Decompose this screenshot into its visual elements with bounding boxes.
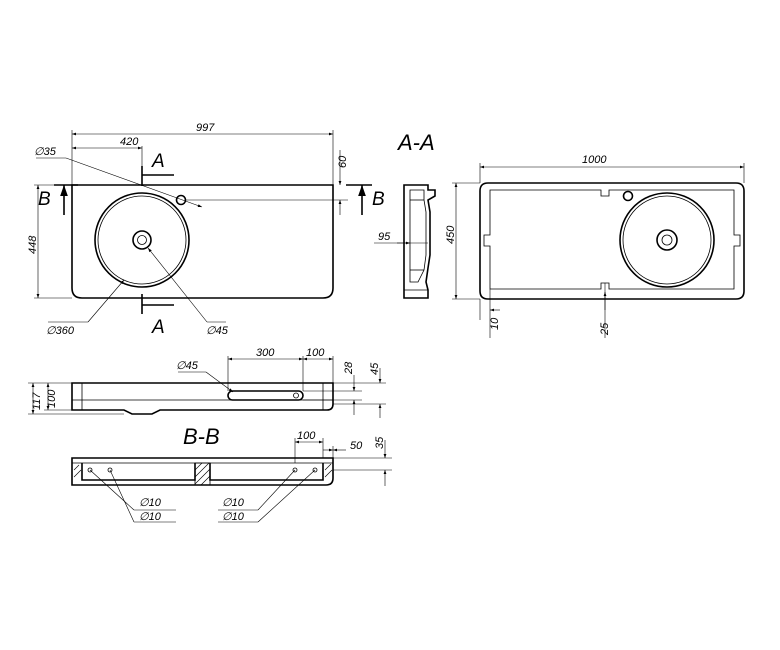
bottom-view: 1000 450 10 25 (445, 154, 745, 338)
dim-total-height: 117 (31, 392, 43, 410)
bottom-drain-inner (661, 234, 673, 246)
bottom-tap-hole (622, 190, 634, 202)
bowl-inner (97, 195, 187, 285)
dim-end-width: 100 (297, 430, 316, 442)
front-view-outline (71, 382, 334, 415)
bottom-view-outline (479, 182, 745, 300)
overflow-slot (227, 390, 304, 401)
cut-label-a-bottom: A (151, 317, 165, 338)
dim-tap-hole: ∅35 (34, 146, 57, 158)
dim-side-gap: 10 (489, 317, 501, 330)
front-view: ∅45 300 100 28 45 117 100 (28, 347, 386, 418)
overflow-slot-end (293, 392, 299, 399)
dim-slot-top: 45 (369, 362, 381, 375)
section-aa-outline (403, 184, 436, 299)
section-bb-outline (71, 457, 334, 486)
cut-label-b-right: B (372, 189, 385, 210)
mount-hole-3 (292, 467, 298, 473)
dim-hole-3: ∅10 (222, 497, 245, 509)
mount-hole-2 (107, 467, 113, 473)
section-bb-title: B-B (183, 424, 220, 449)
mount-hole-4 (312, 467, 318, 473)
cut-label-b-left: B (38, 189, 51, 210)
drain-inner (137, 235, 147, 245)
section-aa-title: A-A (396, 130, 435, 155)
dim-slot-end: 100 (306, 347, 325, 359)
dim-end-offset: 50 (350, 440, 363, 452)
top-view: 997 420 ∅35 60 448 ∅360 ∅45 A A (27, 122, 385, 338)
dim-notch: 25 (599, 322, 611, 336)
section-aa-view: A-A 95 (374, 130, 436, 299)
dim-bowl-diameter: ∅360 (46, 325, 75, 337)
bottom-bowl-outer (619, 192, 715, 288)
bottom-drain-outer (656, 229, 678, 251)
dim-hole-4: ∅10 (222, 511, 245, 523)
mount-hole-1 (87, 467, 93, 473)
dim-slot-height: 28 (343, 361, 355, 375)
dim-basin-offset: 420 (120, 136, 139, 148)
dim-hole-2: ∅10 (139, 511, 162, 523)
drain-outer (132, 230, 152, 250)
bottom-bowl-inner (622, 195, 712, 285)
dim-drain-diameter: ∅45 (206, 325, 229, 337)
bottom-view-inner (483, 189, 741, 290)
section-bb-view: B-B ∅10 ∅10 (71, 424, 392, 523)
top-view-outline (71, 184, 334, 299)
dim-hole-1: ∅10 (139, 497, 162, 509)
dim-body-height: 100 (46, 389, 58, 408)
tap-hole (175, 194, 187, 206)
dim-bottom-depth: 450 (445, 225, 457, 244)
cut-label-a-top: A (151, 151, 165, 172)
dim-bottom-width: 1000 (582, 154, 607, 166)
dim-back-edge: 60 (337, 155, 349, 168)
dim-bowl-depth: 95 (378, 231, 391, 243)
hatch-pattern (73, 462, 333, 486)
dim-depth: 448 (27, 235, 39, 254)
dim-overall-width: 997 (196, 122, 215, 134)
bowl-outer (94, 192, 190, 288)
dim-slot-length: 300 (256, 347, 275, 359)
dim-slot-diameter: ∅45 (176, 360, 199, 372)
dim-thickness: 35 (374, 436, 386, 449)
